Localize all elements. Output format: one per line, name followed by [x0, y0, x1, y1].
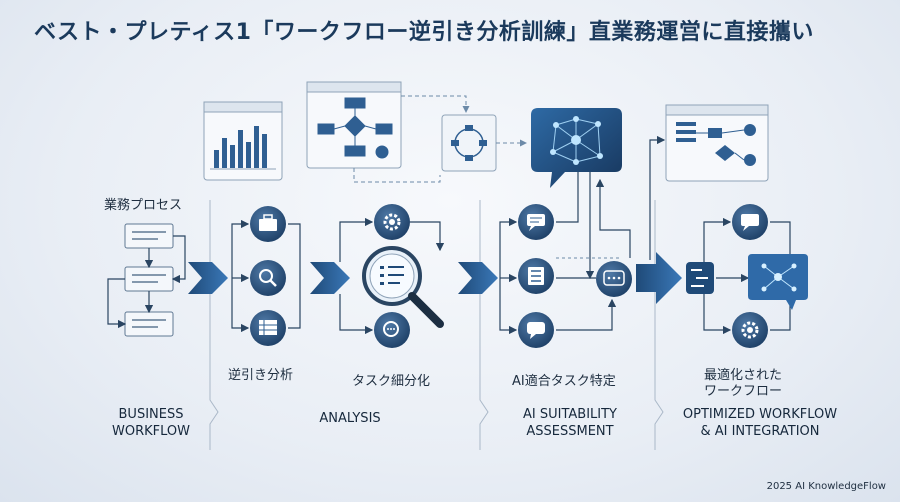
business-workflow-docs: [124, 223, 174, 337]
ai-network-card-icon: [748, 254, 808, 310]
flowchart-window-icon: [306, 81, 402, 169]
briefcase-icon: [250, 206, 286, 242]
section-dividers: [209, 200, 664, 450]
flow-steps-icon: [686, 262, 714, 294]
doc-card-2: [124, 266, 174, 292]
doc-card-3: [124, 311, 174, 337]
caption-opt-line2: & AI INTEGRATION: [700, 424, 820, 439]
big-arrow: [636, 252, 682, 304]
ai-chat-icon: [596, 261, 632, 297]
caption-ai-line1: AI SUITABILITY: [523, 407, 617, 422]
dashed-connector-bottom: [353, 168, 441, 183]
label-optimized-line2: ワークフロー: [704, 384, 783, 399]
optimized-flow-card-icon: [665, 104, 769, 182]
caption-business-workflow: BUSINESS WORKFLOW: [96, 406, 206, 440]
divider-3: [654, 200, 664, 450]
ai-network-bubble-icon: [531, 108, 622, 188]
copyright-text: 2025 AI KnowledgeFlow: [766, 481, 886, 492]
divider-2: [479, 200, 489, 450]
caption-ai-suitability: AI SUITABILITY ASSESSMENT: [505, 406, 635, 440]
caption-business-line1: BUSINESS: [118, 407, 184, 422]
gear-icon-2: [732, 312, 768, 348]
table-icon: [250, 310, 286, 346]
chat-search-icon: [374, 312, 410, 348]
caption-ai-line2: ASSESSMENT: [526, 424, 614, 439]
dashed-connector-top: [401, 95, 470, 113]
chat-message-icon: [518, 204, 554, 240]
magnifier-list-icon: [362, 246, 444, 328]
caption-optimized: OPTIMIZED WORKFLOW & AI INTEGRATION: [660, 406, 860, 440]
gear-icon: [374, 204, 410, 240]
bar-chart-card-icon: [203, 101, 283, 181]
chevron-arrow-1: [188, 262, 228, 294]
label-business-process: 業務プロセス: [104, 198, 183, 213]
process-map-card-icon: [441, 114, 497, 172]
caption-business-line2: WORKFLOW: [112, 424, 190, 439]
divider-1: [209, 200, 219, 450]
chevron-arrow-3: [458, 262, 498, 294]
caption-opt-line1: OPTIMIZED WORKFLOW: [682, 407, 838, 422]
label-task-breakdown: タスク細分化: [352, 374, 431, 389]
doc-card-1: [124, 223, 174, 249]
caption-analysis: ANALYSIS: [319, 411, 381, 426]
page-title: ベスト・プレティス1「ワークフロー逆引き分析訓練」直業務運営に直接攜い: [34, 20, 814, 45]
label-reverse-analysis: 逆引き分析: [228, 368, 294, 383]
checklist-icon: [518, 258, 554, 294]
label-ai-task-identification: AI適合タスク特定: [512, 374, 616, 389]
chat-bubble-icon: [518, 312, 554, 348]
label-optimized-line1: 最適化された: [704, 368, 783, 383]
chevron-arrow-2: [310, 262, 350, 294]
chat-message-icon-2: [732, 204, 768, 240]
search-icon: [250, 260, 286, 296]
